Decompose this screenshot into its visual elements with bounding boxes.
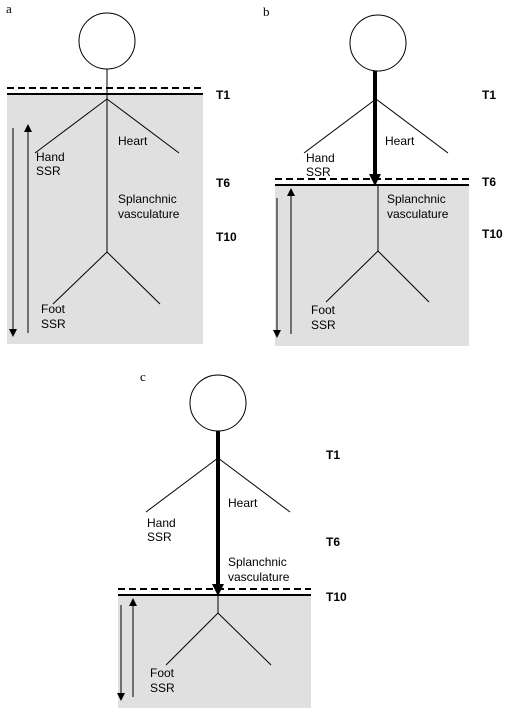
panel-a-left-leg — [52, 251, 108, 305]
panel-c-hand-ssr-label: SSR — [147, 530, 172, 544]
panel-c-left-leg — [165, 612, 219, 666]
panel-b-right-arm — [375, 98, 449, 154]
panel-b: b Heart Hand SSR Splanchnic vasculature … — [263, 4, 503, 346]
panel-a-heart-label: Heart — [118, 134, 148, 148]
panel-a-right-leg — [106, 251, 161, 305]
panel-b-foot-label: Foot — [311, 303, 336, 317]
panel-a-level-t1: T1 — [216, 88, 230, 102]
panel-a-letter: a — [6, 1, 12, 16]
panel-b-shaded-region — [275, 185, 469, 346]
panel-a-level-t6: T6 — [216, 176, 230, 190]
panel-a-vasculature-label: vasculature — [118, 207, 180, 221]
panel-b-level-t6: T6 — [482, 175, 496, 189]
panel-b-vasculature-label: vasculature — [387, 207, 449, 221]
panel-a-hand-label: Hand — [36, 150, 65, 164]
panel-b-letter: b — [263, 4, 270, 19]
panel-c-left-arm — [145, 457, 219, 513]
panel-c: c Heart Hand SSR Splanchnic vasculature … — [117, 369, 347, 708]
panel-a-foot-label: Foot — [41, 302, 66, 316]
panel-c-heart-label: Heart — [228, 496, 258, 510]
panel-b-level-t1: T1 — [482, 88, 496, 102]
panel-a-head — [78, 12, 136, 70]
panel-b-heart-label: Heart — [385, 134, 415, 148]
panel-c-right-leg — [217, 612, 272, 666]
panel-b-right-leg — [377, 250, 430, 303]
panel-c-splanchnic-label: Splanchnic — [228, 555, 287, 569]
panel-a-left-arm — [34, 98, 108, 154]
panel-b-head — [349, 14, 407, 72]
panel-a-splanchnic-label: Splanchnic — [118, 192, 177, 206]
panel-b-splanchnic-label: Splanchnic — [387, 192, 446, 206]
panel-b-level-t10: T10 — [482, 227, 503, 241]
panel-a-right-arm — [106, 98, 180, 154]
panel-c-right-arm — [217, 457, 291, 513]
panel-c-foot-label: Foot — [150, 666, 175, 680]
panel-a-shaded-region — [7, 93, 203, 344]
panel-a: a Heart Hand SSR Splanchnic vasculature … — [6, 1, 237, 344]
panel-b-foot-ssr-label: SSR — [311, 318, 336, 332]
panel-c-level-t10: T10 — [326, 590, 347, 604]
panel-b-hand-label: Hand — [306, 151, 335, 165]
panel-b-left-leg — [325, 250, 379, 303]
panel-a-level-t10: T10 — [216, 230, 237, 244]
panel-a-foot-ssr-label: SSR — [41, 317, 66, 331]
panel-c-vasculature-label: vasculature — [228, 570, 290, 584]
panel-c-level-t6: T6 — [326, 535, 340, 549]
panel-c-foot-ssr-label: SSR — [150, 681, 175, 695]
panel-c-shaded-region — [118, 595, 311, 708]
panel-a-hand-ssr-label: SSR — [36, 164, 61, 178]
panel-c-letter: c — [140, 369, 146, 384]
panel-b-hand-ssr-label: SSR — [306, 165, 331, 179]
panel-c-head — [189, 374, 247, 432]
panel-c-hand-label: Hand — [147, 516, 176, 530]
panel-c-level-t1: T1 — [326, 448, 340, 462]
panel-b-left-arm — [303, 98, 377, 154]
